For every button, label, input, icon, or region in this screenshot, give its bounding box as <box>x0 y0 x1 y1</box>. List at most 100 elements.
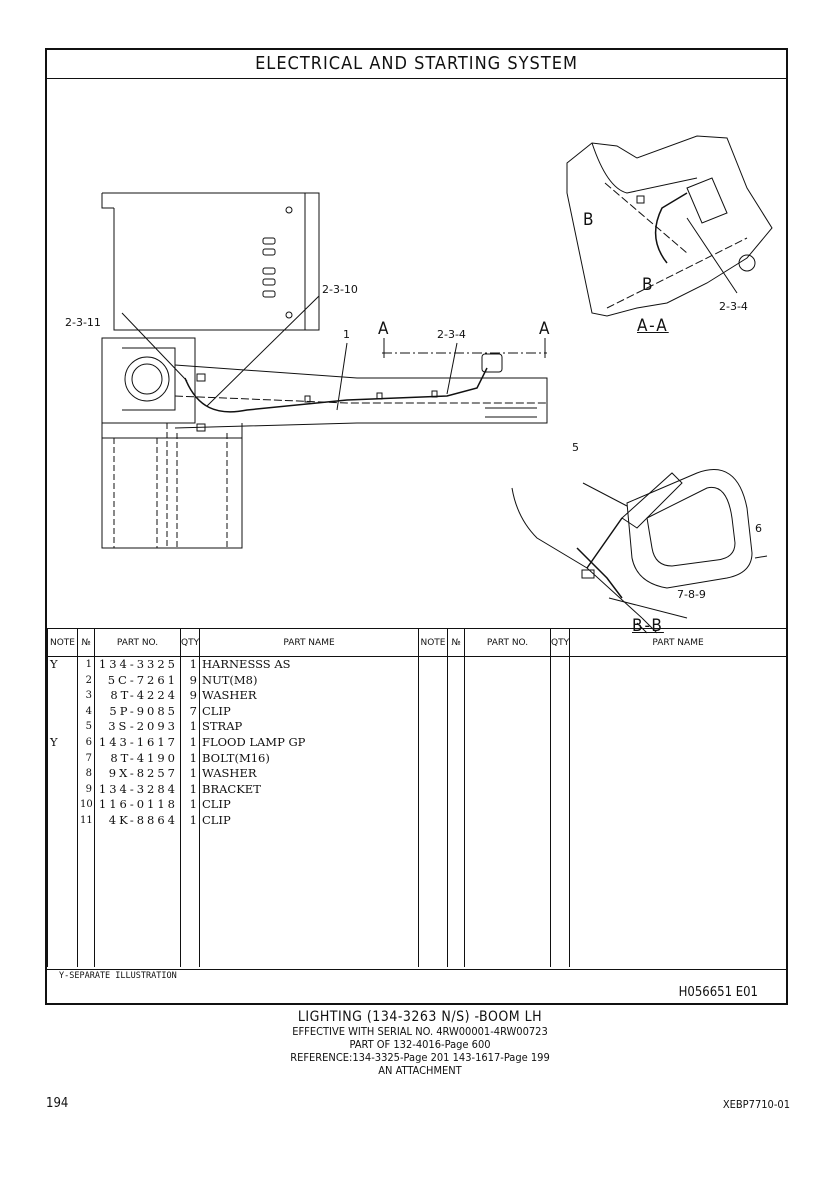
cell-part-no: 143-1617 <box>94 734 181 751</box>
cell-empty <box>550 797 570 813</box>
cell-name: NUT(M8) <box>199 672 419 689</box>
view-letter-b-upper: B <box>583 210 594 230</box>
cell-empty <box>550 750 570 767</box>
cell-empty <box>464 828 551 967</box>
cell-qty: 1 <box>180 656 200 673</box>
header-part-name: PART NAME <box>199 628 419 657</box>
cell-empty <box>569 812 787 829</box>
cell-empty <box>464 688 551 704</box>
cell-part-no: 4K-8864 <box>94 812 181 829</box>
header-qty-2: QTY <box>550 628 570 657</box>
cell-part-no: 116-0118 <box>94 797 181 813</box>
cell-no: 10 <box>77 797 95 813</box>
caption-reference: REFERENCE:134-3325-Page 201 143-1617-Pag… <box>290 1051 550 1064</box>
cell-no: 6 <box>77 734 95 751</box>
cell-empty <box>418 688 448 704</box>
caption-title: LIGHTING (134-3263 N/S) -BOOM LH <box>297 1009 543 1025</box>
cell-empty <box>447 688 465 704</box>
cell-empty <box>569 797 787 813</box>
cell-empty <box>418 828 448 967</box>
caption-part-of: PART OF 132-4016-Page 600 <box>349 1038 491 1051</box>
cell-empty <box>569 672 787 689</box>
cell-name: HARNESSS AS <box>199 656 419 673</box>
cell-no: 11 <box>77 812 95 829</box>
cell-name: BOLT(M16) <box>199 750 419 767</box>
cell-empty <box>199 828 419 967</box>
cell-empty <box>550 656 570 673</box>
view-letter-a-right: A <box>539 319 550 339</box>
section-label-aa: A-A <box>637 316 669 336</box>
table-bottom-rule <box>47 969 786 970</box>
callout-6: 6 <box>755 522 762 535</box>
table-filler-row <box>47 828 787 967</box>
cell-empty <box>77 828 95 967</box>
cell-qty: 9 <box>180 672 200 689</box>
cell-empty <box>418 734 448 751</box>
cell-no: 7 <box>77 750 95 767</box>
view-aa-drawing <box>566 135 773 317</box>
cell-empty <box>447 750 465 767</box>
caption-effective: EFFECTIVE WITH SERIAL NO. 4RW00001-4RW00… <box>292 1025 548 1038</box>
cell-empty <box>464 719 551 735</box>
cell-name: CLIP <box>199 703 419 720</box>
cell-empty <box>569 703 787 720</box>
cell-empty <box>447 797 465 813</box>
cell-empty <box>569 828 787 967</box>
cell-empty <box>569 688 787 704</box>
cell-empty <box>550 672 570 689</box>
cell-empty <box>47 828 78 967</box>
cell-empty <box>464 766 551 782</box>
cell-note: Y <box>47 734 78 751</box>
illustration-svg <box>101 135 773 634</box>
callout-7-8-9: 7-8-9 <box>677 588 706 601</box>
cell-empty <box>418 812 448 829</box>
view-letter-b-lower: B <box>642 275 653 295</box>
page-frame: ELECTRICAL AND STARTING SYSTEM <box>45 48 788 1005</box>
cell-empty <box>418 656 448 673</box>
cell-no: 9 <box>77 781 95 798</box>
header-qty: QTY <box>180 628 200 657</box>
cell-empty <box>569 734 787 751</box>
cell-empty <box>418 672 448 689</box>
cell-empty <box>550 766 570 782</box>
caption-attachment: AN ATTACHMENT <box>378 1064 462 1077</box>
view-bb-drawing <box>511 469 768 634</box>
cell-empty <box>464 703 551 720</box>
cell-part-no: 8T-4190 <box>94 750 181 767</box>
cell-empty <box>569 719 787 735</box>
cell-part-no: 5C-7261 <box>94 672 181 689</box>
header-no: № <box>77 628 95 657</box>
cell-no: 4 <box>77 703 95 720</box>
cell-part-no: 9X-8257 <box>94 766 181 782</box>
table-header-row: NOTE № PART NO. QTY PART NAME NOTE № PAR… <box>47 628 787 657</box>
header-part-no-2: PART NO. <box>464 628 551 657</box>
callout-2-3-4-aa: 2-3-4 <box>719 300 748 313</box>
cell-name: FLOOD LAMP GP <box>199 734 419 751</box>
parts-illustration: 2-3-10 2-3-11 1 2-3-4 2-3-4 5 6 7-8-9 A … <box>47 78 786 677</box>
cell-empty <box>569 766 787 782</box>
callout-5: 5 <box>572 441 579 454</box>
cell-empty <box>418 750 448 767</box>
cell-qty: 1 <box>180 734 200 751</box>
cell-empty <box>569 750 787 767</box>
cell-no: 2 <box>77 672 95 689</box>
cell-name: WASHER <box>199 766 419 782</box>
cell-qty: 1 <box>180 750 200 767</box>
cell-empty <box>569 656 787 673</box>
cell-no: 1 <box>77 656 95 673</box>
cell-empty <box>447 703 465 720</box>
callout-1: 1 <box>343 328 350 341</box>
cell-part-no: 3S-2093 <box>94 719 181 735</box>
cell-name: CLIP <box>199 812 419 829</box>
cell-part-no: 5P-9085 <box>94 703 181 720</box>
cell-part-no: 134-3325 <box>94 656 181 673</box>
cell-qty: 1 <box>180 797 200 813</box>
callout-2-3-11: 2-3-11 <box>65 316 101 329</box>
cell-qty: 1 <box>180 812 200 829</box>
illustration-number: H056651 E01 <box>678 985 758 1000</box>
